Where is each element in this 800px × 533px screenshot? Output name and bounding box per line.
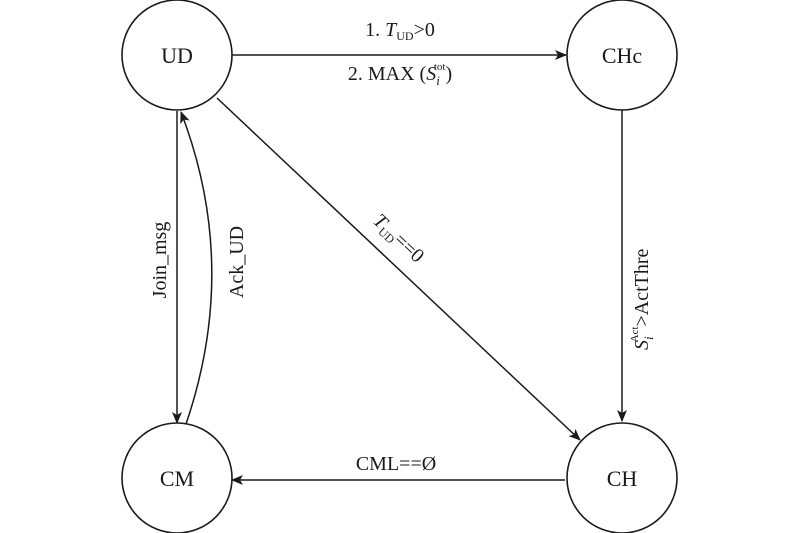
edge-ud-to-chc-condition-1: 1. TUD>0 (365, 19, 435, 43)
edge-cm-to-ud-label: Ack_UD (226, 226, 248, 298)
edge-chc-to-ch-condition: SiAct>ActThre (629, 248, 656, 350)
edge-ud-to-cm-label: Join_msg (149, 222, 171, 299)
node-ch: CH (566, 422, 678, 533)
node-chc: CHc (566, 0, 678, 111)
node-ch-label: CH (607, 466, 638, 491)
edge-cm-to-ud (180, 111, 213, 425)
node-ud: UD (121, 0, 233, 111)
edge-ud-to-ch-condition: TUD==0 (367, 210, 428, 269)
node-cm: CM (121, 422, 233, 533)
edge-ud-to-ch (216, 97, 581, 441)
node-chc-label: CHc (602, 43, 643, 68)
node-cm-label: CM (160, 466, 194, 491)
node-ud-label: UD (161, 43, 193, 68)
edge-ud-to-chc-condition-2: 2. MAX (Sitot) (348, 61, 452, 88)
edge-ch-to-cm-label: CML==Ø (356, 453, 436, 475)
